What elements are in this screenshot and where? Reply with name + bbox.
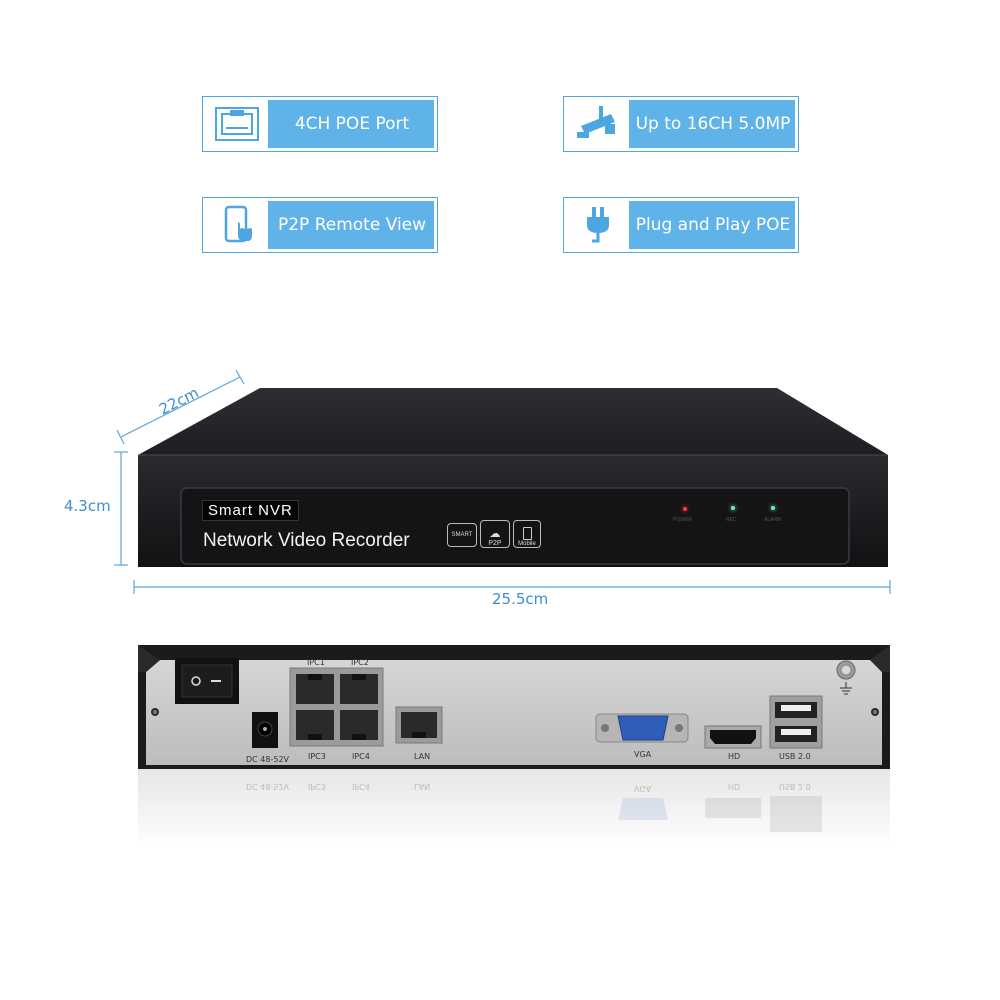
feature-label: P2P Remote View (270, 201, 434, 249)
feature-badge-p2p: P2P Remote View (202, 197, 438, 253)
width-dimension-label: 25.5cm (492, 590, 549, 608)
ethernet-port-icon (206, 100, 270, 148)
feature-badge-channels: Up to 16CH 5.0MP (563, 96, 799, 152)
led-label-alarm: ALARM (764, 517, 782, 523)
led-label-rec: REC (726, 517, 737, 523)
power-led (683, 507, 687, 511)
mobile-touch-icon (206, 201, 270, 249)
feature-label: Plug and Play POE (631, 201, 795, 249)
rec-led (731, 506, 735, 510)
security-camera-icon (567, 100, 631, 148)
port-label-usb: USB 2.0 (779, 752, 811, 761)
port-label-ipc3: IPC3 (308, 752, 326, 761)
led-label-power: POWER (673, 517, 692, 523)
feature-label: Up to 16CH 5.0MP (631, 100, 795, 148)
front-brand-label: Smart NVR (202, 500, 299, 521)
front-badge-p2p: ☁ P2P (480, 520, 510, 548)
power-plug-icon (567, 201, 631, 249)
front-badge-mobile: Mobile (513, 520, 541, 548)
port-label-vga: VGA (634, 750, 652, 759)
port-label-ipc4: IPC4 (352, 752, 370, 761)
front-badge-smart: SMART (447, 523, 477, 547)
smartphone-icon (522, 527, 532, 540)
front-title-label: Network Video Recorder (203, 530, 410, 551)
port-label-ipc1: IPC1 (307, 658, 325, 667)
port-label-ipc2: IPC2 (351, 658, 369, 667)
feature-badge-poe: 4CH POE Port (202, 96, 438, 152)
cloud-icon: ☁ (489, 528, 501, 540)
port-label-lan: LAN (414, 752, 431, 761)
height-dimension-label: 4.3cm (64, 497, 111, 515)
alarm-led (771, 506, 775, 510)
feature-badge-plug: Plug and Play POE (563, 197, 799, 253)
feature-label: 4CH POE Port (270, 100, 434, 148)
power-input-label: DC 48-52V (246, 755, 290, 764)
port-label-hd: HD (728, 752, 741, 761)
